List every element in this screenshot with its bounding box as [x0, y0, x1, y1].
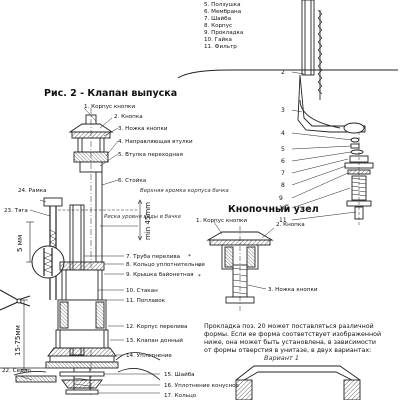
label-button-housing: 1. Корпус кнопки — [84, 104, 135, 110]
label-seal: 14. Уплотнение — [126, 353, 172, 359]
fill-valve-exploded-view — [291, 0, 374, 225]
legend-item: 7. Шайба — [204, 15, 231, 22]
label-button: 2. Кнопка — [114, 114, 143, 120]
label-cup: 10. Стакан — [126, 288, 158, 294]
asterisk: * — [198, 274, 201, 280]
flush-valve-labels: 1. Корпус кнопки 2. Кнопка 3. Ножка кноп… — [2, 104, 240, 399]
part-number: 4 — [281, 130, 285, 137]
label-button-stem: 3. Ножка кнопки — [118, 126, 168, 132]
label-seat: 22. Седло — [2, 368, 31, 374]
legend-item: 5. Ползушка — [204, 2, 241, 8]
dim-15-75mm: 15-75мм — [14, 325, 22, 356]
part-number: 7 — [281, 170, 285, 177]
note-line: от формы отверстия в унитазе, в двух вар… — [204, 347, 371, 354]
note-line: ниже, она может быть установлена, в зави… — [204, 338, 376, 346]
asterisk: * — [198, 264, 201, 270]
note-upper-edge: Верхняя кромка корпуса бачка — [140, 188, 229, 194]
part-number: 6 — [281, 158, 285, 165]
variant-1-drawing — [235, 365, 361, 400]
dim-min45: min 45mm — [144, 202, 152, 240]
legend-item: 8. Корпус — [204, 23, 232, 29]
button-assembly-title: Кнопочный узел — [228, 204, 319, 215]
label-o-ring: 8. Кольцо уплотнительное — [126, 262, 206, 268]
legend-item: 9. Прокладка — [204, 30, 243, 36]
note-water-level: Риска уровня воды в бачке — [104, 214, 182, 220]
legend-item: 10. Гайка — [204, 36, 232, 43]
part-number: 9 — [279, 195, 283, 202]
part-number: 3 — [281, 107, 285, 114]
button-assembly-label-1: 1. Корпус кнопки — [196, 218, 247, 224]
part-number: 10 — [279, 205, 287, 212]
fill-valve-part-numbers: 2 3 4 5 6 7 8 9 10 11 — [279, 69, 287, 224]
label-float: 11. Поплавок — [126, 298, 166, 304]
button-assembly-label-3: 3. Ножка кнопки — [268, 287, 318, 293]
flush-valve-cross-section — [0, 107, 161, 395]
label-ring: 17. Кольцо — [164, 393, 197, 399]
label-rod: 23. Тяга — [4, 208, 28, 214]
gasket-note: Прокладка поз. 20 может поставляться раз… — [204, 322, 381, 354]
button-assembly-drawing — [206, 221, 275, 312]
section-divider — [177, 69, 398, 79]
label-overflow-body: 12. Корпус перелива — [126, 324, 187, 330]
label-washer: 15. Шайба — [164, 371, 195, 378]
part-number: 11 — [279, 217, 287, 224]
label-frame: 24. Рамка — [18, 188, 47, 194]
label-bottom-valve: 13. Клапан донный — [126, 337, 183, 344]
note-line: Прокладка поз. 20 может поставляться раз… — [204, 322, 374, 330]
legend-item: 11. Фильтр — [204, 44, 237, 50]
label-overflow-tube: 7. Труба перелива — [126, 254, 180, 260]
part-number: 8 — [281, 182, 285, 189]
label-bayonet-cap: 9. Крышка байонетная — [126, 271, 194, 278]
label-bushing-guide: 4. Направляющая втулки — [118, 139, 193, 145]
legend-item: 6. Мембрана — [204, 9, 241, 15]
part-number: 5 — [281, 146, 285, 153]
note-line: формы. Если ее форма соответствует изобр… — [204, 330, 381, 338]
part-number: 2 — [281, 69, 285, 76]
asterisk: * — [188, 254, 191, 260]
label-adapter-bushing: 5. Втулка переходная — [118, 152, 183, 158]
label-stand: 6. Стойка — [118, 177, 146, 184]
dim-5mm: 5 мм — [16, 235, 24, 252]
variant-1-label: Вариант 1 — [264, 354, 299, 362]
figure-2-title: Рис. 2 - Клапан выпуска — [44, 88, 177, 99]
parts-legend-top: 5. Ползушка 6. Мембрана 7. Шайба 8. Корп… — [204, 2, 243, 50]
button-assembly-label-2: 2. Кнопка — [276, 222, 305, 228]
label-cone-seal: 16. Уплотнение конусное — [164, 383, 240, 389]
